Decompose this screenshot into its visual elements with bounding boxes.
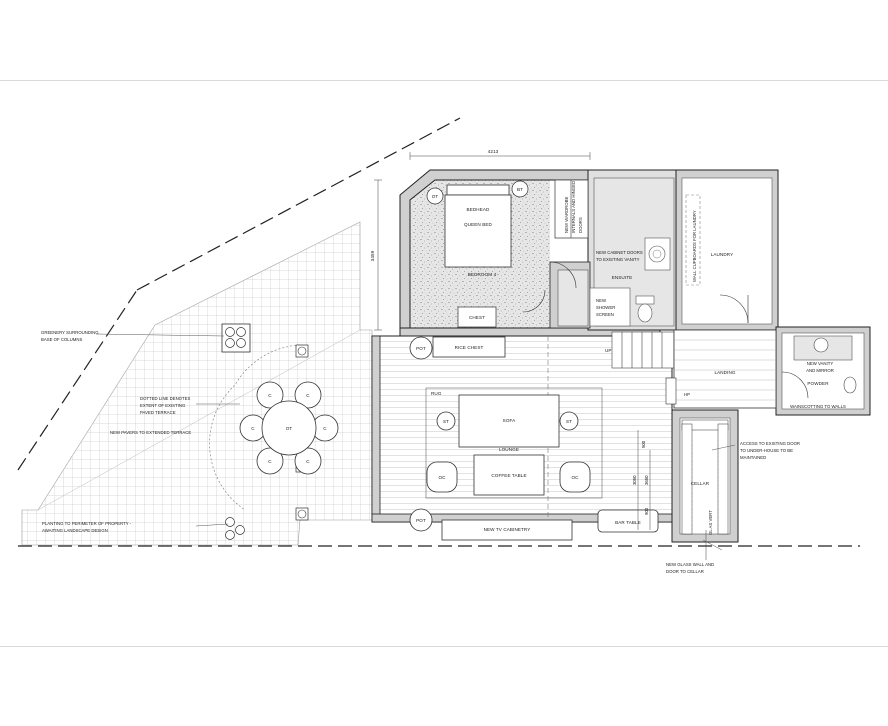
note-planting: PLANTING TO PERIMETER OF PROPERTY - AWAI… <box>42 521 132 533</box>
svg-text:NEW VANITY: NEW VANITY <box>807 361 834 366</box>
note-wardrobe: NEW WARDROBE INTERNALS AND HINGED DOORS <box>564 181 583 233</box>
svg-text:AWAITING LANDSCAPE DESIGN: AWAITING LANDSCAPE DESIGN <box>42 528 108 533</box>
label-cellar: CELLAR <box>691 481 710 486</box>
note-shower: NEW SHOWER SCREEN <box>596 298 615 317</box>
svg-text:EXTENT OF EXISTING: EXTENT OF EXISTING <box>140 403 186 408</box>
svg-text:SCREEN: SCREEN <box>596 312 614 317</box>
svg-text:NEW CABINET DOORS: NEW CABINET DOORS <box>596 250 643 255</box>
label-powder: POWDER <box>807 381 829 386</box>
powder-room <box>775 326 871 416</box>
svg-text:C: C <box>251 426 255 431</box>
label-bt-right: BT <box>517 187 523 192</box>
svg-text:PLANTING TO PERIMETER OF PROPE: PLANTING TO PERIMETER OF PROPERTY - <box>42 521 132 526</box>
label-pot-top: POT <box>416 346 426 351</box>
label-queen-bed: QUEEN BED <box>464 222 493 227</box>
column-greenery-bottom <box>225 517 245 540</box>
note-vanity: NEW VANITY AND MIRROR <box>806 361 834 373</box>
svg-text:NEW GLASS WALL AND: NEW GLASS WALL AND <box>666 562 714 567</box>
svg-text:C: C <box>306 393 310 398</box>
note-dotted-line: DOTTED LINE DENOTES EXTENT OF EXISTING P… <box>140 396 191 415</box>
svg-text:NEW: NEW <box>596 298 607 303</box>
label-sofa: SOFA <box>503 418 516 423</box>
dimension-lines <box>374 152 707 560</box>
svg-text:C: C <box>268 459 272 464</box>
note-wall-cupboards: WALL CUPBOARDS FOR LAUNDRY <box>692 210 697 282</box>
label-hp: HP <box>684 392 690 397</box>
svg-text:BASE OF COLUMNS: BASE OF COLUMNS <box>41 337 82 342</box>
dim-3050: 3050 <box>632 475 637 485</box>
label-landing: LANDING <box>714 370 735 375</box>
outdoor-dining-labels: OT C C C C C C <box>251 393 327 464</box>
svg-text:TO EXISTING VANITY: TO EXISTING VANITY <box>596 257 640 262</box>
svg-text:TO UNDER-HOUSE TO BE: TO UNDER-HOUSE TO BE <box>740 448 793 453</box>
label-coffee-table: COFFEE TABLE <box>491 473 526 478</box>
label-bedhead: BEDHEAD <box>467 207 490 212</box>
svg-text:C: C <box>323 426 327 431</box>
svg-text:GREENERY SURROUNDING: GREENERY SURROUNDING <box>41 330 99 335</box>
dim-3650: 3650 <box>644 475 649 485</box>
label-oc-left: OC <box>438 475 446 480</box>
dim-500: 500 <box>641 440 646 448</box>
svg-text:NEW WARDROBE: NEW WARDROBE <box>564 197 569 233</box>
svg-text:C: C <box>268 393 272 398</box>
note-glass-vert: GL AS VERT <box>708 510 713 535</box>
label-ensuite: ENSUITE <box>612 275 633 280</box>
note-pavers: NEW PAVERS TO EXTENDED TERRACE <box>110 430 191 435</box>
svg-text:DOORS: DOORS <box>578 217 583 233</box>
note-access: ACCESS TO EXISTING DOOR TO UNDER-HOUSE T… <box>740 441 800 460</box>
label-lounge: LOUNGE <box>499 447 519 452</box>
svg-text:MAINTAINED: MAINTAINED <box>740 455 766 460</box>
note-cabinet-doors: NEW CABINET DOORS TO EXISTING VANITY <box>596 250 643 262</box>
column-greenery-top <box>221 323 251 353</box>
note-glass-wall: NEW GLASS WALL AND DOOR TO CELLAR <box>666 562 714 574</box>
label-bedroom: BEDROOM 4 <box>468 272 497 277</box>
label-st-left: ST <box>443 419 449 424</box>
svg-text:C: C <box>306 459 310 464</box>
svg-text:INTERNALS AND HINGED: INTERNALS AND HINGED <box>571 181 576 233</box>
svg-text:DOOR TO CELLAR: DOOR TO CELLAR <box>666 569 704 574</box>
note-greenery: GREENERY SURROUNDING BASE OF COLUMNS <box>41 330 99 342</box>
label-rice-chest: RICE CHEST <box>455 345 484 350</box>
dim-900: 900 <box>644 507 649 515</box>
upper-wing <box>399 169 870 337</box>
label-rug: RUG <box>431 391 442 396</box>
property-boundary <box>17 117 860 547</box>
existing-terrace-outline <box>209 344 301 511</box>
svg-text:SHOWER: SHOWER <box>596 305 615 310</box>
label-up: UP <box>605 348 612 353</box>
label-laundry: LAUNDRY <box>711 252 734 257</box>
queen-bed <box>426 180 529 328</box>
dim-height-left: 3459 <box>370 250 375 261</box>
label-bar-table: BAR TABLE <box>615 520 641 525</box>
label-chest: CHEST <box>469 315 485 320</box>
dim-width-top: 4213 <box>488 149 499 154</box>
label-st-right: ST <box>566 419 572 424</box>
outdoor-dining <box>239 381 339 475</box>
label-oc-right: OC <box>571 475 579 480</box>
svg-text:OT: OT <box>286 426 293 431</box>
label-bt-left: OT <box>432 194 439 199</box>
svg-text:DOTTED LINE DENOTES: DOTTED LINE DENOTES <box>140 396 191 401</box>
svg-text:ACCESS TO EXISTING DOOR: ACCESS TO EXISTING DOOR <box>740 441 800 446</box>
note-wainscotting: WAINSCOTTING TO WALLS <box>790 404 846 409</box>
leader-lines <box>95 333 736 551</box>
svg-text:AND MIRROR: AND MIRROR <box>806 368 834 373</box>
svg-text:PAVED TERRACE: PAVED TERRACE <box>140 410 176 415</box>
living-area <box>371 329 777 543</box>
label-pot-bottom: POT <box>416 518 426 523</box>
living-furniture <box>409 336 659 541</box>
label-tv-cabinetry: NEW TV CABINETRY <box>484 527 531 532</box>
